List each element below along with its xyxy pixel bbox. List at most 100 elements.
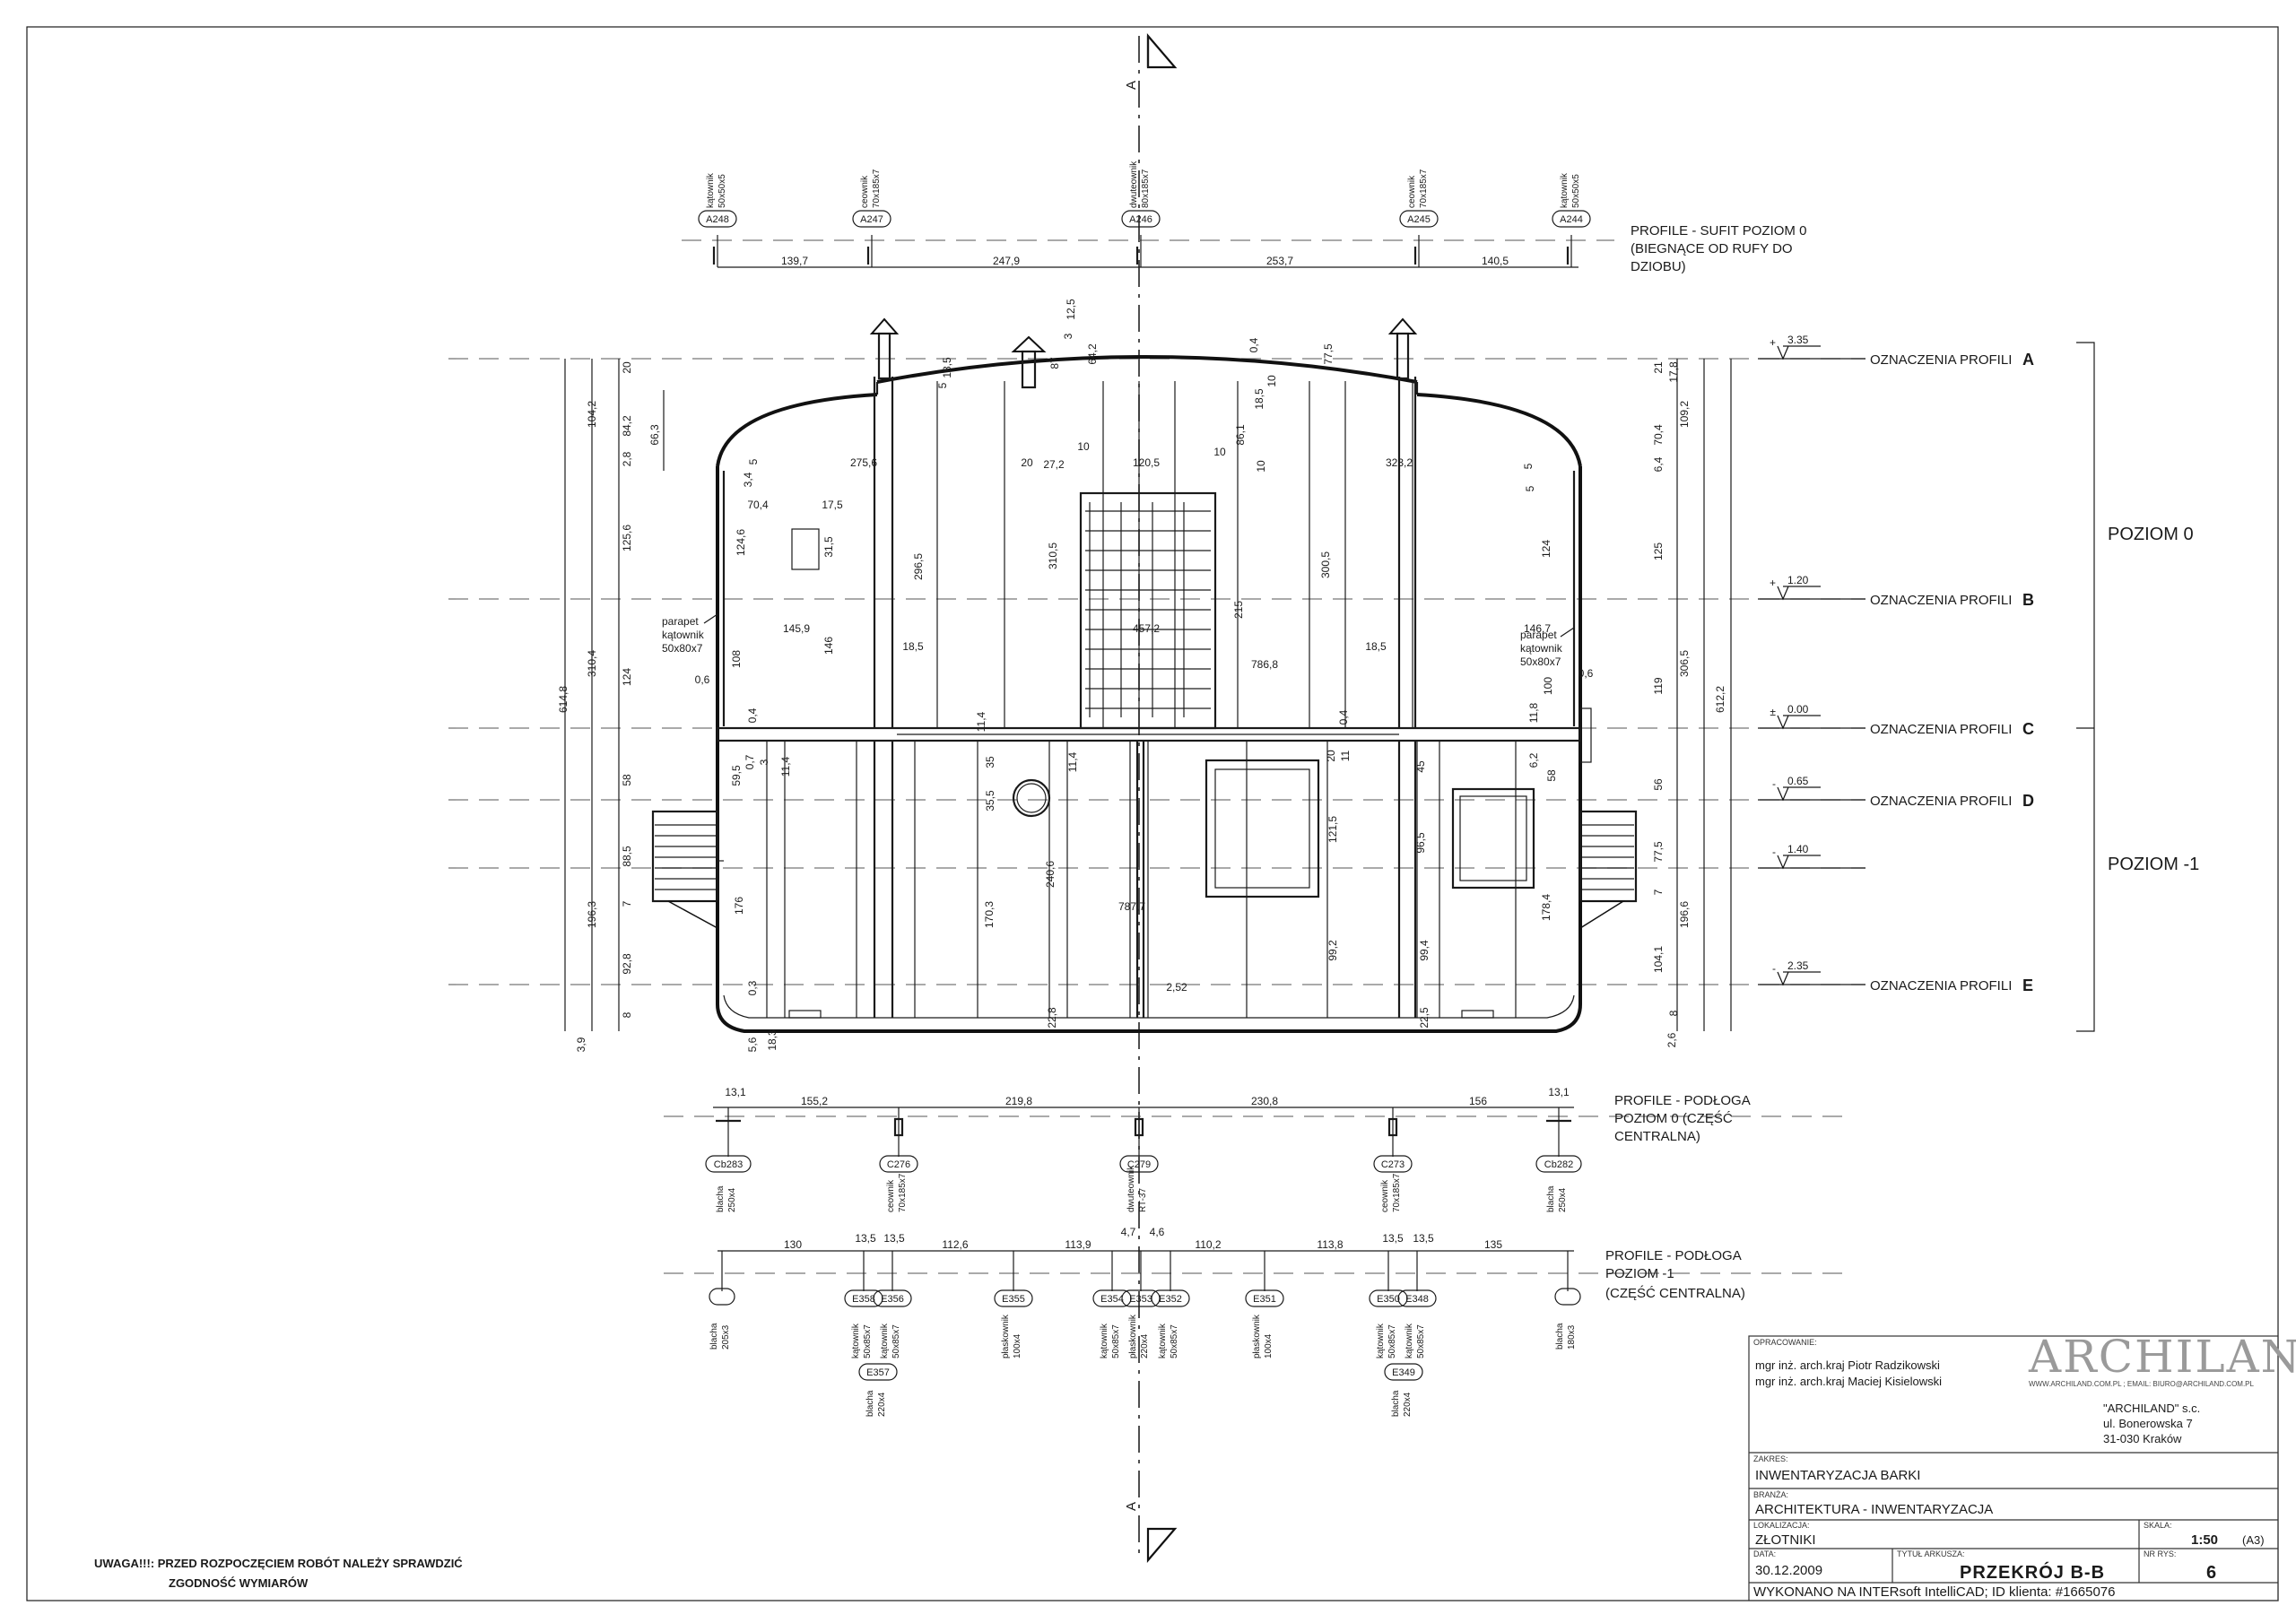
level-elevation: 0.65 (1787, 775, 1809, 787)
dim-left-col3: 88,5 (621, 846, 633, 867)
floor1-profile-id: E356 (881, 1294, 904, 1305)
floor1-dim: 13,5 (1382, 1232, 1404, 1245)
floor0-dim: 156 (1469, 1095, 1487, 1107)
floor0-profile-tag (1119, 1155, 1159, 1173)
floor0-profile-tag (1535, 1155, 1582, 1173)
level-letter: D (2022, 792, 2034, 810)
floor0-label-3: CENTRALNA) (1614, 1129, 1700, 1144)
floor0-profile-desc: 250x4 (727, 1187, 737, 1212)
ceiling-profile-desc: kątownik (706, 172, 716, 208)
tb-lokalizacja: ZŁOTNIKI (1755, 1532, 1816, 1548)
zone-lower: POZIOM -1 (2108, 855, 2199, 874)
floor1-sub-profile-tag (858, 1363, 898, 1381)
floor1-dim: 4,7 (1121, 1226, 1136, 1238)
dim-inner: 45 (1414, 760, 1427, 773)
floor1-sub-profile-id: E357 (866, 1367, 890, 1378)
dim-inner: 170,3 (983, 901, 996, 928)
dim-left-col3: 92,8 (621, 953, 633, 975)
ceiling-profile-desc: 70x185x7 (1419, 169, 1429, 208)
parapet-right-3: 50x80x7 (1520, 655, 1561, 668)
floor1-profile-tag (1121, 1289, 1161, 1307)
ceiling-label-1: PROFILE - SUFIT POZIOM 0 (1631, 223, 1806, 239)
ceiling-label-3: DZIOBU) (1631, 259, 1686, 274)
floor1-profile-desc: kątownik (1405, 1323, 1414, 1358)
level-sign: - (1772, 846, 1776, 858)
dim-inner: 0,4 (746, 707, 759, 723)
dim-inner: 22,8 (1046, 1007, 1058, 1028)
tb-author-1: mgr inż. arch.kraj Piotr Radzikowski (1755, 1358, 1940, 1372)
dim-inner: 77,5 (1322, 343, 1335, 365)
dim-right-col3: 6,4 (1652, 456, 1665, 472)
floor1-profile-tag (1397, 1289, 1437, 1307)
floor0-profile-desc: ceownik (886, 1179, 896, 1212)
floor0-profile-desc: RT-37 (1138, 1188, 1148, 1212)
ceiling-profile-id: A246 (1129, 214, 1152, 225)
zone-upper: POZIOM 0 (2108, 525, 2194, 544)
parapet-right-2: kątownik (1520, 642, 1563, 655)
floor1-dim: 13,5 (855, 1232, 876, 1245)
warning-note: UWAGA!!!: PRZED ROZPOCZĘCIEM ROBÓT NALEŻ… (94, 1557, 463, 1590)
dim-inner: 35,5 (984, 790, 996, 812)
parapet-notes: parapet kątownik 50x80x7 parapet kątowni… (662, 613, 1575, 668)
dim-right-col3: 56 (1652, 778, 1665, 791)
dim-left-col4: 66,3 (648, 424, 661, 446)
barge-section (651, 317, 1638, 1033)
floor1-profile-id: E350 (1377, 1294, 1400, 1305)
dim-inner: 0,3 (746, 980, 759, 995)
floor0-dim: 219,8 (1005, 1095, 1032, 1107)
sheet-border (26, 26, 2279, 1601)
dim-inner: 5,6 (746, 1037, 759, 1052)
dim-right-col3: 104,1 (1652, 946, 1665, 973)
title-block: OPRACOWANIE: mgr inż. arch.kraj Piotr Ra… (1748, 1331, 2296, 1601)
floor1-profile-desc: kątownik (1100, 1323, 1109, 1358)
floor1-profile-desc: 220x4 (1140, 1333, 1150, 1358)
floor0-profile-desc: 70x185x7 (1392, 1173, 1402, 1212)
porthole (1012, 778, 1051, 818)
dim-inner: 20 (1021, 456, 1033, 469)
dim-inner: 35 (984, 756, 996, 768)
dim-right-col3: 77,5 (1652, 841, 1665, 863)
dim-inner: 18,5 (1253, 388, 1265, 410)
floor1-dim: 13,5 (883, 1232, 905, 1245)
floor1-dim: 113,8 (1317, 1238, 1343, 1251)
dim-left-col2: 104,2 (586, 401, 598, 428)
dim-right-col3: 17,8 (1667, 361, 1680, 383)
dim-inner: 5 (936, 382, 949, 388)
floor1-profile-desc: płaskownik (1128, 1314, 1138, 1358)
warning-line-1: UWAGA!!!: PRZED ROZPOCZĘCIEM ROBÓT NALEŻ… (94, 1557, 463, 1570)
tb-web: WWW.ARCHILAND.COM.PL ; EMAIL: BIURO@ARCH… (2029, 1380, 2255, 1388)
floor1-profile-desc: 50x85x7 (1416, 1324, 1426, 1358)
dim-right-outer: 612,2 (1714, 686, 1726, 713)
floor0-profile-desc: 250x4 (1558, 1187, 1568, 1212)
floor0-label-2: POZIOM 0 (CZĘŚĆ (1614, 1110, 1733, 1126)
floor1-profile-tag (994, 1289, 1033, 1307)
level-elevation: 1.40 (1787, 843, 1809, 855)
floor0-profile-desc: blacha (1546, 1185, 1556, 1212)
floor1-profile-desc: płaskownik (1001, 1314, 1011, 1358)
dim-inner: 31,5 (822, 536, 835, 558)
tb-branza-label: BRANŻA: (1753, 1490, 1788, 1499)
dim-left-col3: 8 (621, 1011, 633, 1018)
dim-inner: 5 (1522, 463, 1535, 469)
dim-left-outer: 3,9 (575, 1037, 587, 1052)
dim-inner: 146 (822, 637, 835, 655)
ceiling-profile-desc: 80x185x7 (1141, 169, 1151, 208)
level-letter: B (2022, 591, 2034, 609)
parapet-right-1: parapet (1520, 629, 1557, 641)
dim-inner: 2,52 (1166, 981, 1187, 994)
level-label: OZNACZENIA PROFILI (1870, 978, 2012, 994)
level-sign: + (1770, 336, 1776, 349)
dim-inner: 145,9 (783, 622, 810, 635)
dim-right-col2: 306,5 (1678, 650, 1691, 677)
level-label: OZNACZENIA PROFILI (1870, 794, 2012, 809)
floor0-profile-desc: ceownik (1380, 1179, 1390, 1212)
floor0-profile-id: C276 (887, 1159, 910, 1170)
tb-branza: ARCHITEKTURA - INWENTARYZACJA (1755, 1502, 1993, 1517)
floor0-profile-desc: blacha (716, 1185, 726, 1212)
floor1-profile-tag (1369, 1289, 1408, 1307)
dim-left-col3: 7 (621, 900, 633, 907)
dim-left-col3: 20 (621, 361, 633, 374)
floor0-profile-tag (879, 1155, 918, 1173)
